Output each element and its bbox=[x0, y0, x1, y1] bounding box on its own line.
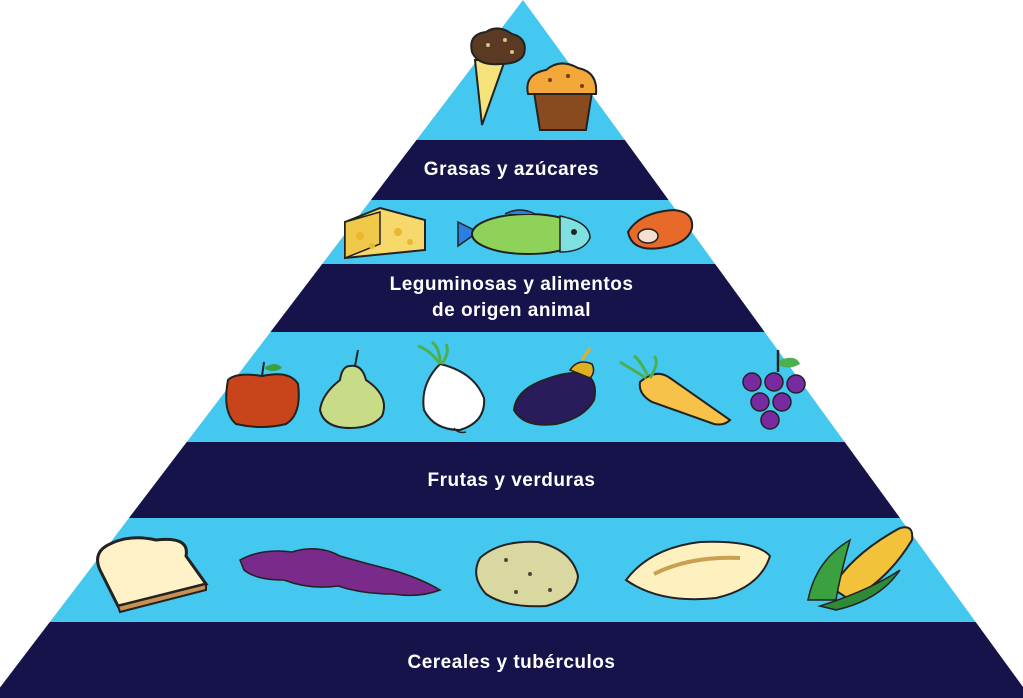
cheese-icon bbox=[344, 206, 426, 260]
band-light-fruits bbox=[0, 332, 1023, 442]
grapes-icon bbox=[742, 350, 806, 430]
onion-icon bbox=[417, 340, 486, 434]
meat-icon bbox=[626, 208, 694, 250]
tier-label-proteins-line2: de origen animal bbox=[432, 300, 591, 321]
apple-icon bbox=[225, 361, 300, 428]
pear-icon bbox=[318, 349, 385, 430]
tier-label-fats-sugars: Grasas y azúcares bbox=[423, 159, 600, 180]
bread-icon bbox=[96, 536, 209, 614]
tier-label-proteins-line1: Leguminosas y alimentos bbox=[389, 274, 634, 295]
bread-roll-icon bbox=[624, 540, 772, 601]
tier-label-cereals-tubers: Cereales y tubérculos bbox=[407, 652, 616, 673]
ice-cream-cone-icon bbox=[470, 27, 526, 126]
corn-icon bbox=[807, 526, 914, 611]
eggplant-icon bbox=[512, 347, 596, 426]
fish-icon bbox=[457, 209, 591, 255]
tier-label-fruits-vegetables: Frutas y verduras bbox=[427, 470, 596, 491]
muffin-icon bbox=[526, 62, 598, 131]
carrot-icon bbox=[619, 354, 732, 426]
sweet-potato-icon bbox=[239, 548, 442, 597]
potato-icon bbox=[475, 540, 580, 608]
band-dark-cereals bbox=[0, 622, 1023, 698]
band-light-top bbox=[0, 0, 1023, 140]
